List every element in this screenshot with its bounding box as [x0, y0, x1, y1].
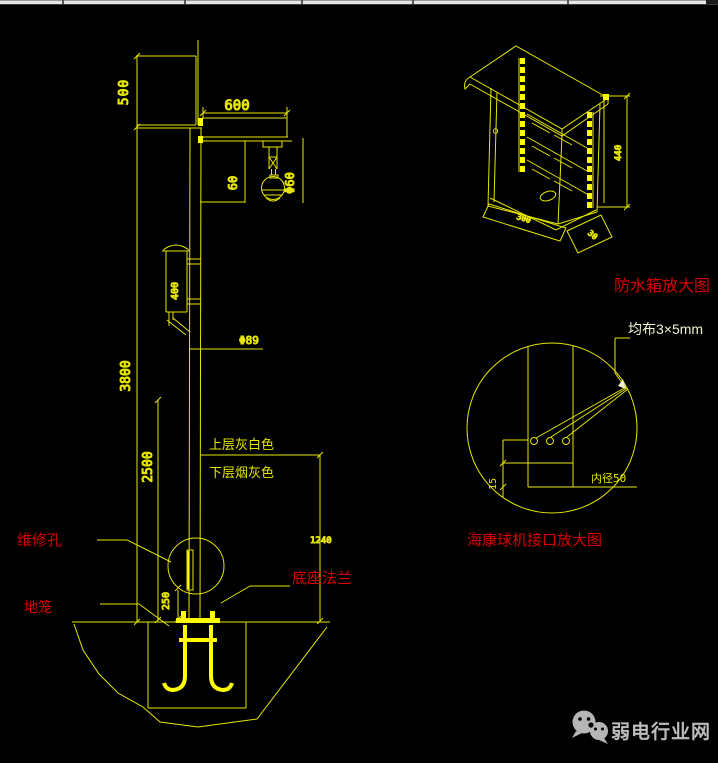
interface-detail-title: 海康球机接口放大图 — [467, 532, 602, 549]
maintenance-hole-label: 维修孔 — [17, 532, 62, 549]
dome-camera — [261, 140, 285, 202]
ground-cage-label: 地笼 — [24, 599, 52, 615]
waterproof-box-isometric: 440 300 30 防水箱放大图 — [464, 45, 710, 295]
maintenance-hole-detail — [97, 537, 290, 627]
pole-shaft — [188, 127, 202, 620]
dim-400: 400 — [170, 282, 181, 300]
foundation — [72, 621, 330, 728]
watermark: 弱电行业网 — [572, 710, 711, 744]
waterproof-box-side-view — [162, 244, 201, 336]
inner-dia-label: 内径50 — [591, 471, 626, 485]
base-flange-label: 底座法兰 — [292, 570, 352, 587]
lower-paint-label: 下层烟灰色 — [209, 465, 274, 480]
dim-600: 600 — [224, 98, 249, 114]
holes-note: 均布3×5mm — [628, 321, 703, 337]
box-dim-440: 440 — [614, 145, 624, 161]
paint-boundary — [201, 451, 324, 625]
waterproof-box-title: 防水箱放大图 — [614, 277, 710, 295]
dim-60: 60 — [226, 176, 240, 190]
ground-cage — [162, 625, 234, 693]
browser-chrome-fragment — [0, 0, 718, 5]
box-dim-30: 30 — [586, 229, 599, 242]
base-flange — [176, 611, 220, 623]
dim-phi60: Φ60 — [283, 172, 297, 194]
dim-1240: 1240 — [310, 536, 332, 546]
dim-15: 15 — [488, 478, 499, 490]
pole-elevation: 500 600 60 Φ60 3800 2500 Φ89 400 1240 25… — [17, 40, 352, 728]
dim-2500: 2500 — [141, 451, 156, 482]
dim-500: 500 — [117, 79, 132, 105]
dim-3800: 3800 — [119, 360, 134, 391]
hikvision-interface-detail: 均布3×5mm 内径50 15 海康球机接口放大图 — [466, 321, 703, 549]
dim-250: 250 — [161, 592, 172, 610]
dim-2500-line — [133, 396, 162, 626]
watermark-text: 弱电行业网 — [611, 720, 711, 743]
leader-arrowhead — [618, 379, 626, 389]
upper-paint-label: 上层灰白色 — [209, 437, 274, 452]
camera-arm — [198, 107, 304, 203]
box-height-dim — [597, 92, 631, 211]
dim-phi89: Φ89 — [239, 334, 259, 347]
box-dim-300: 300 — [516, 212, 533, 225]
wechat-icon — [572, 710, 608, 744]
pole-top-section — [133, 40, 202, 622]
